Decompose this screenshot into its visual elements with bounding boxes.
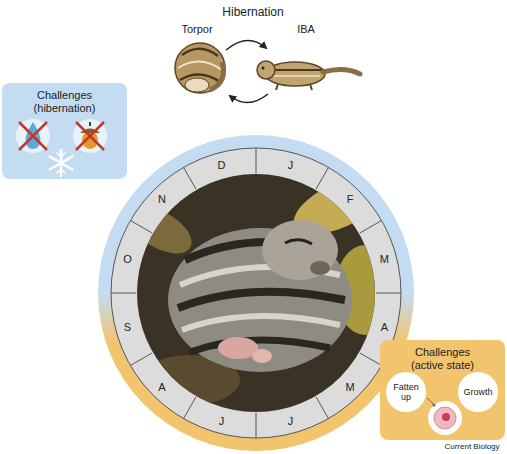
month-label: F bbox=[347, 193, 354, 204]
challenge-circle: Fatten up bbox=[386, 372, 426, 412]
cycle-arrow bbox=[226, 40, 266, 50]
egg-cell-icon bbox=[427, 398, 462, 435]
state-label: IBA bbox=[297, 24, 315, 35]
month-label: S bbox=[124, 322, 131, 333]
challenge-box: Challenges (active state) Fatten up Growth bbox=[380, 340, 505, 440]
month-label: A bbox=[158, 382, 165, 393]
season-band bbox=[98, 135, 414, 451]
month-label: M bbox=[345, 382, 354, 393]
month-label: M bbox=[380, 253, 389, 264]
active-animal bbox=[257, 61, 360, 90]
no-water-icon bbox=[16, 119, 50, 153]
challenge-circle: Growth bbox=[458, 372, 498, 412]
challenge-text: Fatten up bbox=[389, 382, 423, 402]
challenge-box: Challenges (hibernation) bbox=[2, 83, 127, 179]
month-label: J bbox=[288, 159, 294, 170]
month-label: N bbox=[158, 193, 166, 204]
month-label: J bbox=[219, 416, 225, 427]
journal-credit: Current Biology bbox=[444, 443, 499, 451]
month-ring bbox=[111, 148, 401, 438]
chipmunk-photo bbox=[121, 164, 395, 420]
torpor-animal bbox=[175, 43, 225, 93]
challenge-text: Growth bbox=[461, 387, 495, 397]
state-label: Torpor bbox=[181, 24, 212, 35]
cycle-arrow bbox=[230, 94, 268, 103]
month-label: A bbox=[381, 322, 388, 333]
box-heading: Challenges (hibernation) bbox=[23, 89, 107, 115]
month-label: D bbox=[218, 159, 226, 170]
section-heading: Hibernation bbox=[222, 6, 283, 18]
box-heading: Challenges (active state) bbox=[401, 346, 485, 372]
month-label: O bbox=[123, 253, 132, 264]
no-food-icon bbox=[73, 119, 107, 153]
month-dividers bbox=[111, 148, 401, 438]
snowflake-icon bbox=[50, 150, 73, 176]
month-label: J bbox=[288, 416, 294, 427]
